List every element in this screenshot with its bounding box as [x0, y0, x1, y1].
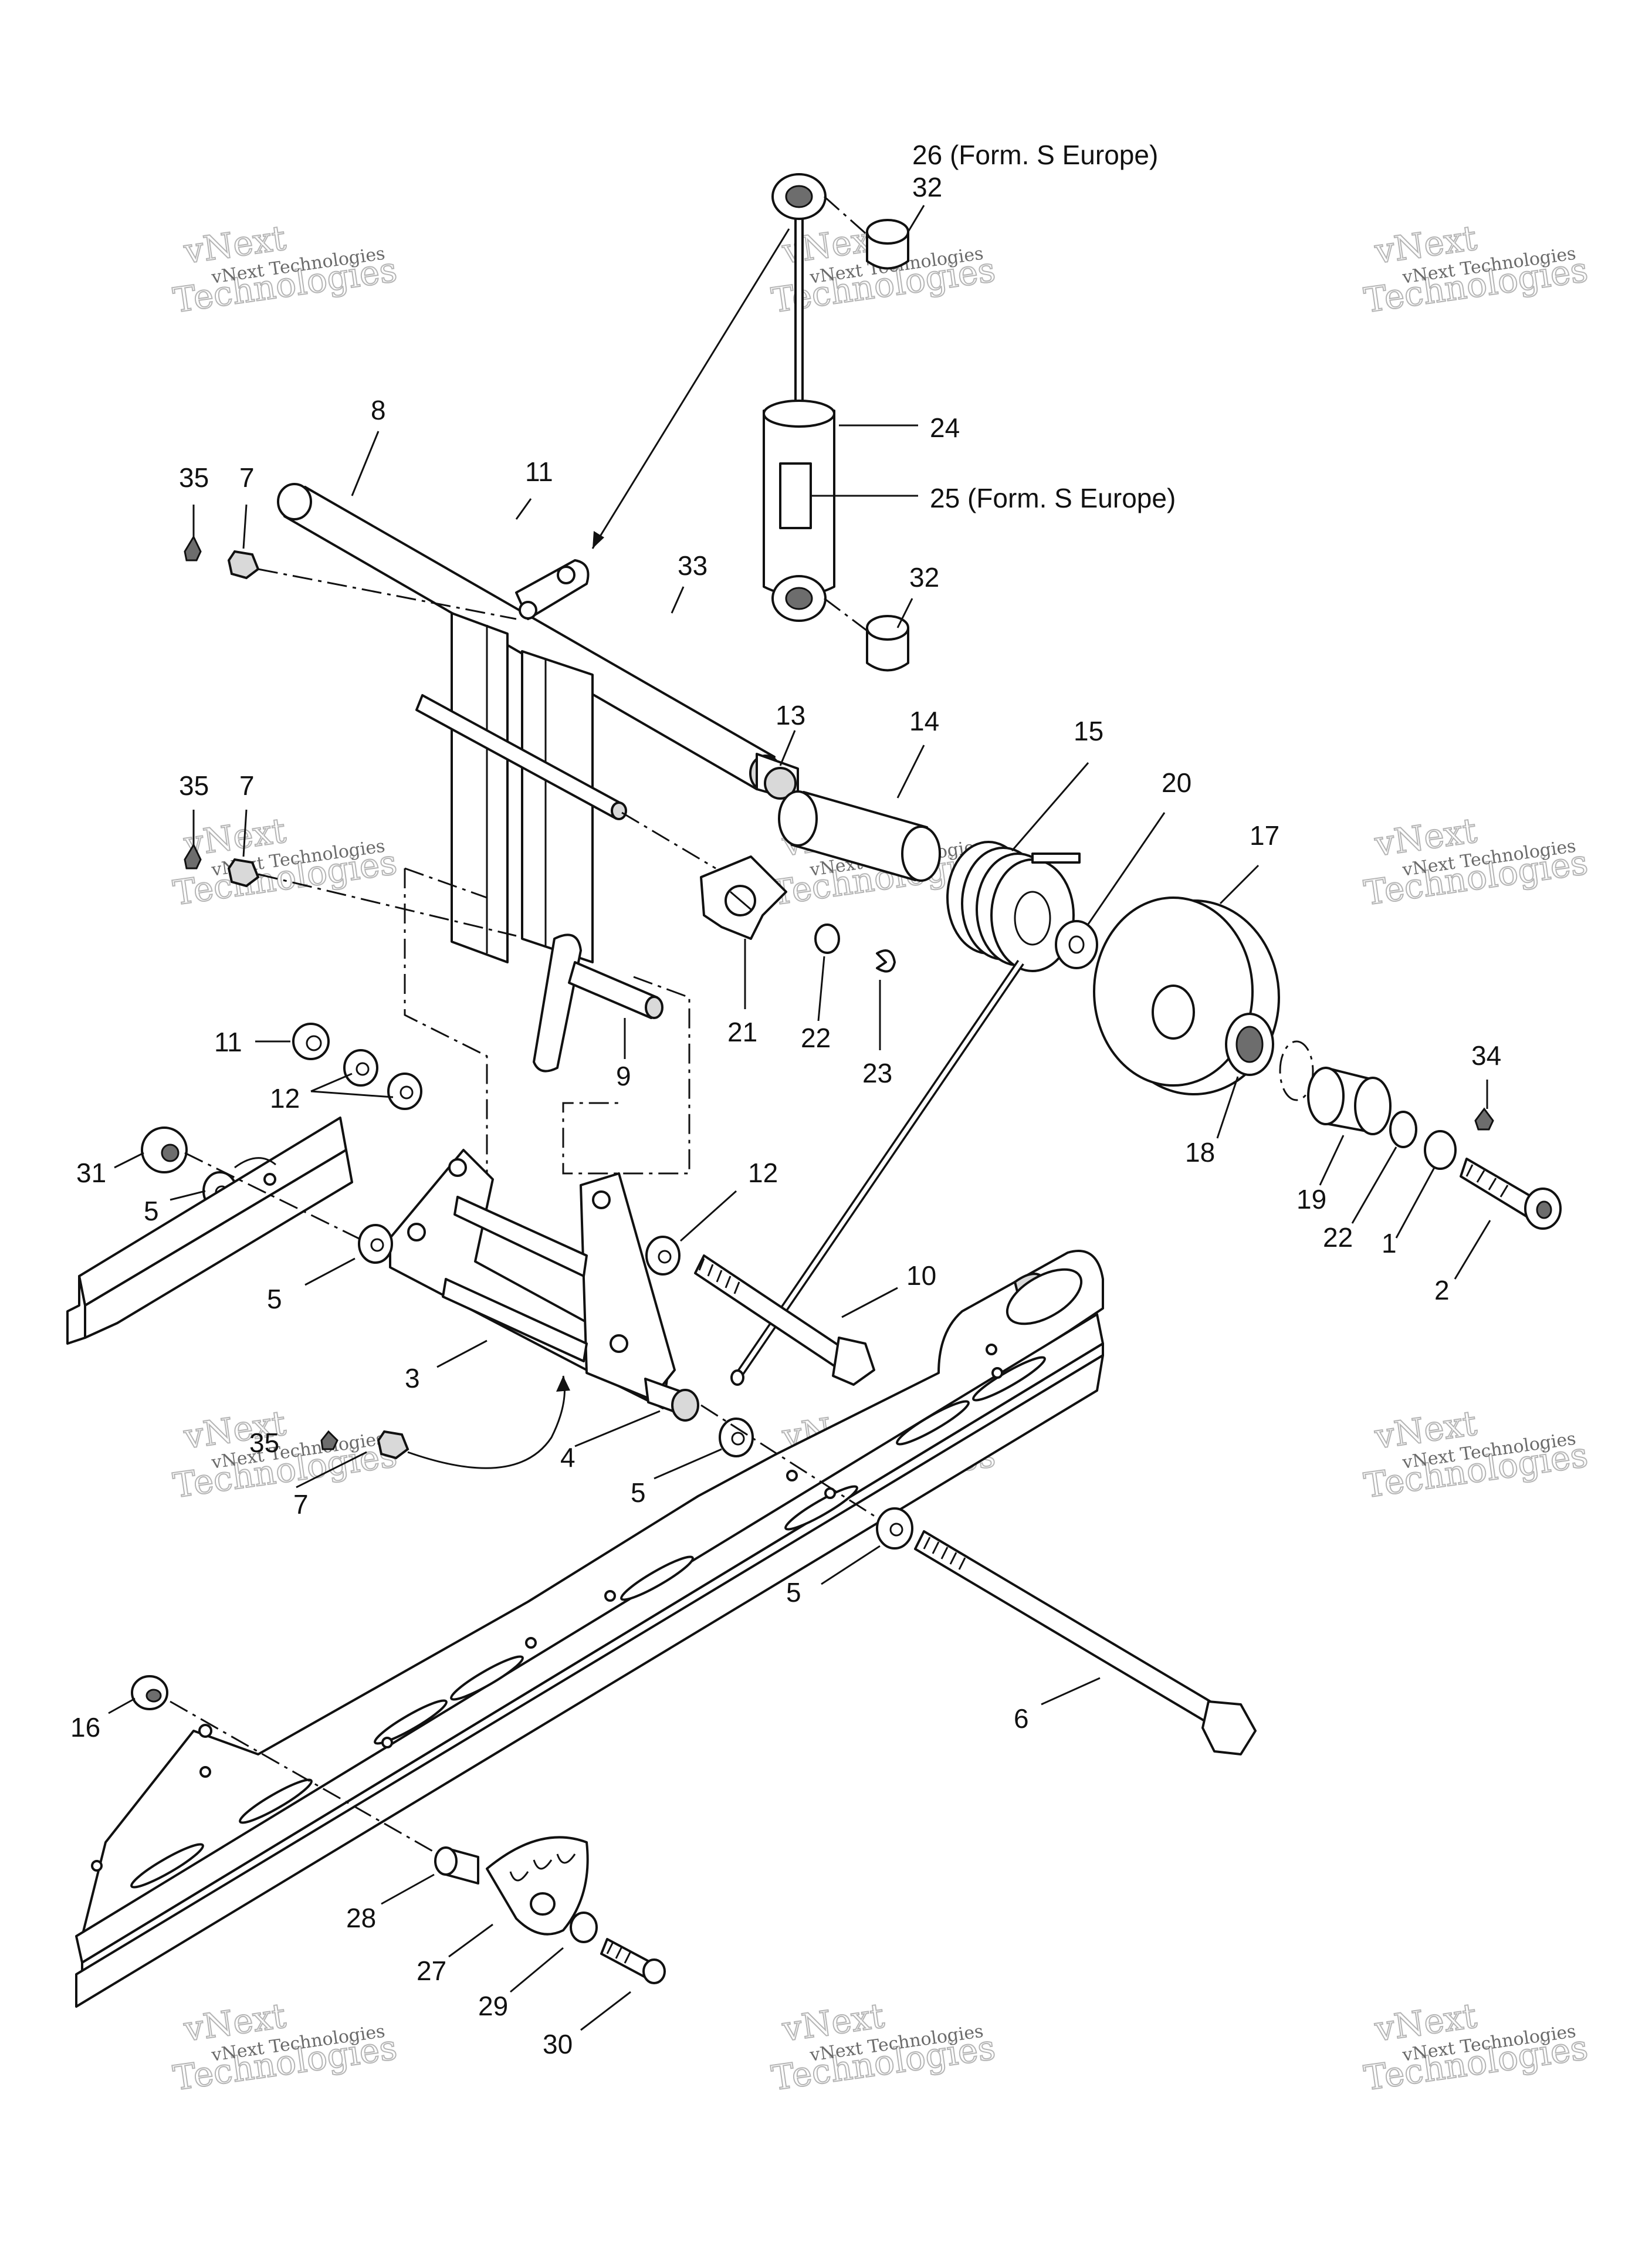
- callout-34: 34: [1471, 1040, 1501, 1071]
- callout-1: 1: [1382, 1228, 1397, 1259]
- nut-7b: [227, 858, 260, 888]
- bushing-upper: [866, 219, 909, 270]
- washer-5d: [876, 1507, 913, 1550]
- callout-10: 10: [906, 1260, 936, 1291]
- callout-5-bracket: 5: [267, 1284, 282, 1314]
- callout-22-left: 22: [801, 1023, 831, 1053]
- retaining-ring: [1279, 1040, 1314, 1101]
- callout-35-upper: 35: [179, 462, 209, 493]
- callout-33: 33: [678, 550, 707, 581]
- callout-2: 2: [1434, 1275, 1450, 1305]
- watermark: vNext Technologies vNext Technologies: [170, 1995, 400, 2099]
- callout-5-left: 5: [144, 1196, 159, 1226]
- clip-23: [876, 949, 896, 973]
- callout-35-middle: 35: [179, 770, 209, 801]
- callout-9: 9: [616, 1061, 631, 1091]
- washer-29: [570, 1912, 598, 1943]
- bushing-lower: [866, 615, 909, 672]
- washer-22b: [1389, 1111, 1417, 1148]
- callout-12-right: 12: [748, 1158, 778, 1188]
- washer-5b: [358, 1224, 393, 1264]
- watermark: vNext Technologies vNext Technologies: [1361, 217, 1591, 321]
- left-rail: [66, 1117, 353, 1345]
- callout-35-lower: 35: [249, 1427, 279, 1458]
- stopper-21: [700, 855, 787, 940]
- washer-20: [1055, 920, 1098, 969]
- callout-5-right: 5: [786, 1577, 801, 1608]
- washer-12c: [645, 1236, 681, 1276]
- washer-12b: [387, 1073, 422, 1110]
- callout-7-upper: 7: [239, 462, 255, 493]
- callout-12-left: 12: [270, 1083, 300, 1114]
- upper-arm-assembly: [277, 483, 782, 1073]
- nut-16: [131, 1675, 168, 1710]
- watermark: vNext Technologies vNext Technologies: [1361, 1995, 1591, 2099]
- screw-30: [600, 1938, 666, 1984]
- callout-22-right: 22: [1323, 1222, 1353, 1253]
- callout-23: 23: [862, 1058, 892, 1088]
- main-rail: [75, 1250, 1104, 2008]
- callout-17: 17: [1250, 820, 1279, 851]
- callout-5-center: 5: [631, 1477, 646, 1508]
- nut-31: [141, 1126, 188, 1173]
- callout-16: 16: [70, 1712, 100, 1743]
- callout-31: 31: [76, 1158, 106, 1188]
- nut-7a: [227, 550, 260, 580]
- callout-11-lower: 11: [214, 1027, 242, 1057]
- lower-bracket: [389, 1149, 699, 1422]
- callout-labels: 26 (Form. S Europe) 32 24 25 (Form. S Eu…: [70, 140, 1501, 2059]
- bolt-10: [694, 1254, 875, 1386]
- washer-22a: [814, 923, 840, 954]
- callout-18: 18: [1185, 1137, 1215, 1168]
- bolt-2: [1460, 1158, 1562, 1230]
- stopper-27: [486, 1836, 589, 1936]
- watermark: vNext Technologies vNext Technologies: [1361, 1402, 1591, 1506]
- callout-15: 15: [1074, 716, 1103, 746]
- callout-7-middle: 7: [239, 770, 255, 801]
- callout-26: 26 (Form. S Europe): [912, 140, 1158, 170]
- callout-4: 4: [560, 1442, 576, 1473]
- callout-13: 13: [776, 700, 805, 730]
- callout-27: 27: [417, 1956, 446, 1986]
- leader-lines: [108, 205, 1491, 2031]
- bearing-18: [1225, 1013, 1274, 1076]
- watermark: vNext Technologies vNext Technologies: [170, 1402, 400, 1506]
- callout-14: 14: [909, 706, 939, 736]
- callout-3: 3: [405, 1363, 420, 1393]
- callout-11-upper: 11: [525, 456, 553, 487]
- callout-30: 30: [543, 2029, 573, 2059]
- callout-6: 6: [1014, 1703, 1029, 1734]
- watermark: vNext Technologies vNext Technologies: [1361, 810, 1591, 914]
- watermark: vNext Technologies vNext Technologies: [170, 217, 400, 321]
- watermark: vNext Technologies vNext Technologies: [769, 1995, 998, 2099]
- callout-29: 29: [478, 1991, 508, 2021]
- cap-35b: [184, 843, 202, 870]
- watermark: vNext Technologies vNext Technologies: [170, 810, 400, 914]
- pivot-tube: [756, 753, 799, 802]
- callout-32-upper: 32: [912, 172, 942, 202]
- callout-24: 24: [930, 412, 960, 443]
- callout-20: 20: [1162, 767, 1191, 798]
- callout-7-lower: 7: [293, 1489, 309, 1520]
- spacer-28: [434, 1846, 479, 1885]
- spacer-19: [1307, 1067, 1392, 1135]
- nut-11b: [292, 1023, 330, 1060]
- callout-28: 28: [346, 1903, 376, 1933]
- cap-35a: [184, 535, 202, 561]
- bushing-14: [778, 790, 941, 882]
- nut-7c: [377, 1430, 409, 1460]
- cap-34: [1474, 1107, 1494, 1131]
- callout-19: 19: [1296, 1184, 1326, 1215]
- cap-35c: [320, 1430, 338, 1450]
- washer-12a: [343, 1049, 378, 1087]
- callout-8: 8: [371, 395, 386, 425]
- callout-25: 25 (Form. S Europe): [930, 483, 1176, 513]
- washer-1: [1424, 1130, 1457, 1170]
- washer-5c: [719, 1418, 754, 1457]
- callout-32-lower: 32: [909, 562, 939, 593]
- bolt-6: [914, 1530, 1257, 1755]
- callout-21: 21: [727, 1017, 757, 1047]
